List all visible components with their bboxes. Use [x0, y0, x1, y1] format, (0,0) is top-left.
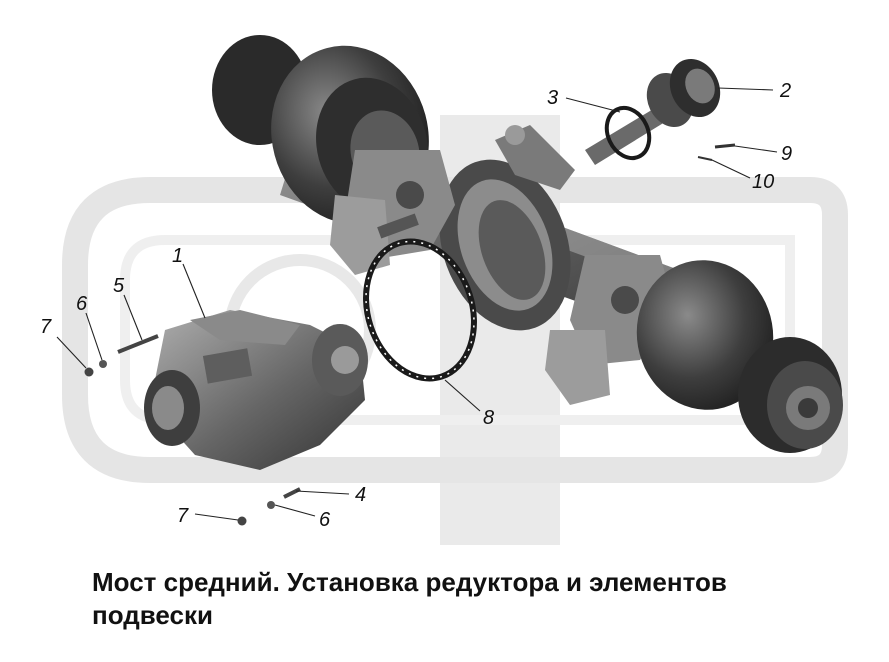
callout-6-upper: 6 [76, 293, 88, 315]
leader-8 [444, 379, 481, 412]
callout-4: 4 [355, 484, 366, 506]
callout-1: 1 [172, 245, 183, 267]
stud-5 [117, 334, 159, 354]
pin-9 [714, 143, 736, 149]
callout-10: 10 [752, 171, 774, 193]
callout-3: 3 [547, 87, 558, 109]
leader-3 [565, 97, 621, 113]
drive-shaft-2 [585, 58, 721, 165]
callout-6-lower: 6 [319, 509, 331, 531]
callout-9: 9 [781, 143, 792, 165]
nut-7-upper [84, 367, 94, 377]
leader-4 [295, 490, 350, 495]
leader-9 [734, 145, 778, 153]
leader-5 [123, 294, 143, 341]
seal-ring-3 [604, 105, 652, 161]
leader-7-lower [194, 513, 239, 521]
nut-7-lower [237, 516, 247, 526]
callout-7-lower: 7 [177, 505, 189, 527]
callout-5: 5 [113, 275, 125, 297]
figure-caption: Мост средний. Установка редуктора и элем… [92, 567, 727, 630]
callout-7-upper: 7 [40, 316, 52, 338]
pin-10 [697, 156, 713, 161]
leader-6-upper [85, 312, 103, 361]
leader-7-upper [56, 336, 87, 369]
callout-labels: 1 2 3 4 5 6 6 7 7 8 9 10 [40, 80, 792, 531]
washer-6-upper [99, 360, 107, 368]
leader-lines [56, 87, 778, 521]
washer-6-lower [267, 501, 275, 509]
callout-2: 2 [779, 80, 791, 102]
leader-1 [182, 263, 206, 319]
gasket-8 [363, 238, 477, 382]
callout-8: 8 [483, 407, 494, 429]
reducer-1 [144, 310, 368, 470]
left-suspension-bracket [330, 150, 455, 275]
right-brake-drum [636, 260, 843, 453]
stud-4 [283, 487, 301, 499]
leader-10 [711, 159, 751, 179]
leader-2 [717, 87, 774, 91]
leader-6-lower [274, 504, 316, 517]
